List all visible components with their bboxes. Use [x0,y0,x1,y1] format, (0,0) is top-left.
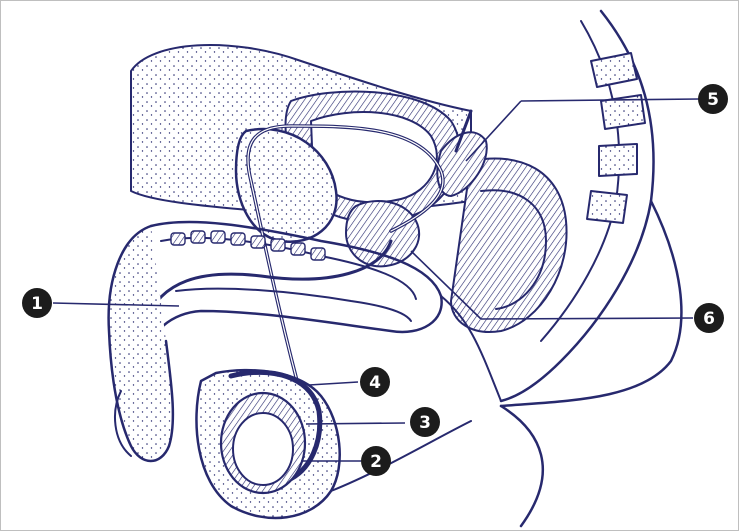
vertebra-4 [587,191,627,223]
callout-2-label: 2 [370,452,382,472]
callout-6-label: 6 [703,309,715,329]
glans-penis [109,226,173,461]
leader-line-6b [481,318,693,319]
leader-line-5b [521,99,699,101]
leader-line-5 [466,101,521,161]
callout-3: 3 [410,407,440,437]
callout-1-label: 1 [31,294,43,314]
leader-line-3 [306,423,405,424]
callout-4-label: 4 [369,373,381,393]
vertebra-1 [591,53,637,87]
callout-5-label: 5 [707,90,719,110]
callout-6: 6 [694,303,724,333]
callout-5: 5 [698,84,728,114]
thigh-line [331,421,471,491]
vertebra-3 [599,144,637,176]
leader-line-4 [309,382,358,385]
callout-1: 1 [22,288,52,318]
corpus-spongiosum [176,289,411,321]
illustration-body [109,11,682,526]
callout-3-label: 3 [419,413,431,433]
testis-inner [233,413,293,485]
body-outline-buttock [501,406,543,526]
callout-2: 2 [361,446,391,476]
callout-4: 4 [360,367,390,397]
